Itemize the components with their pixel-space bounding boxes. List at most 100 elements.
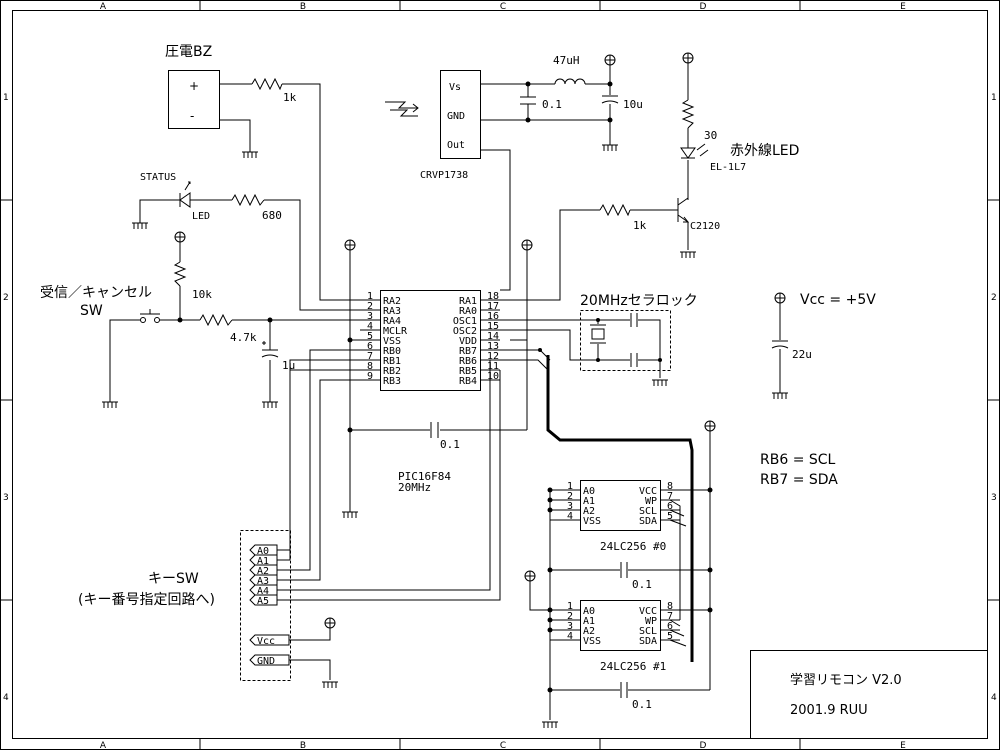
r-switch-value: 4.7k — [230, 331, 257, 344]
pin-name: RB2 — [383, 366, 401, 377]
junction-dot — [177, 317, 183, 323]
pin-name: SCL — [639, 506, 657, 517]
junction-dot — [547, 617, 553, 623]
zone-row-label: 2 — [3, 293, 9, 303]
pin-name: SCL — [639, 626, 657, 637]
resistor-base — [599, 203, 631, 217]
push-switch[interactable] — [140, 309, 160, 323]
pin-number: 8 — [667, 481, 673, 492]
junction-dot — [707, 487, 713, 493]
connector-pin-label: Vcc — [257, 636, 275, 647]
junction-dot — [347, 337, 353, 343]
ir-led-label: 赤外線LED — [730, 143, 799, 159]
pin-number: 7 — [667, 611, 673, 622]
ground-symbol — [102, 401, 118, 408]
c-ir1-value: 0.1 — [542, 98, 562, 111]
vcc-terminal — [604, 54, 616, 66]
eeprom-0-label: 24LC256 #0 — [600, 540, 666, 553]
pin-name: WP — [645, 616, 657, 627]
led-arrow-icon — [184, 181, 191, 191]
pin-number: 14 — [487, 331, 499, 342]
pin-name: OSC2 — [453, 326, 477, 337]
ground-symbol — [132, 222, 148, 229]
transistor-c2120 — [677, 197, 689, 250]
pin-number: 5 — [667, 511, 673, 522]
connector-pin-label: A2 — [257, 566, 269, 577]
pin-name: VCC — [639, 486, 657, 497]
capacitor-electrolytic — [771, 340, 789, 349]
wire-key-connector — [289, 349, 501, 680]
capacitor-electrolytic — [261, 341, 279, 358]
ir-led-part: EL-1L7 — [710, 162, 746, 173]
capacitor-e1 — [620, 682, 628, 698]
title-block — [750, 650, 988, 739]
c-e0-value: 0.1 — [632, 578, 652, 591]
ir-led-diode — [680, 147, 696, 159]
vcc-terminal — [704, 420, 716, 432]
zone-col-label: B — [300, 741, 306, 750]
ir-receiver-part: CRVP1738 — [420, 170, 468, 181]
ir-gnd-label: GND — [447, 111, 465, 122]
ground-symbol — [322, 681, 338, 688]
zone-row-label: 3 — [991, 493, 997, 503]
led-arrow-icon — [696, 143, 709, 157]
buzzer-box — [168, 70, 220, 129]
wire-rb-bus-entry — [500, 349, 551, 371]
r-pullup-value: 10k — [192, 288, 212, 301]
junction-dot — [707, 607, 713, 613]
wire-eeprom-gnd — [549, 489, 570, 720]
pin-number: 4 — [567, 511, 573, 522]
crystal-plates — [590, 324, 606, 344]
buzzer-label: 圧電BZ — [165, 44, 212, 60]
eeprom-1-label: 24LC256 #1 — [600, 660, 666, 673]
pin-number: 15 — [487, 321, 499, 332]
junction-dot — [547, 627, 553, 633]
mcu-label: PIC16F84 — [398, 470, 451, 483]
connector-pin-label: GND — [257, 656, 275, 667]
pin-name: A2 — [583, 506, 595, 517]
date-author-text: 2001.9 RUU — [790, 703, 868, 718]
resistor-led — [681, 99, 695, 129]
junction-dot — [607, 117, 613, 123]
resistor-switch — [199, 313, 233, 327]
pin-number: 4 — [367, 321, 373, 332]
pin-number: 3 — [567, 621, 573, 632]
connector-pin-label: A3 — [257, 576, 269, 587]
r-led-value: 30 — [704, 129, 717, 142]
zone-col-label: C — [500, 2, 506, 12]
pin-number: 10 — [487, 371, 499, 382]
pin-number: 2 — [567, 491, 573, 502]
capacitor-electrolytic — [601, 95, 619, 104]
pin-name: A1 — [583, 496, 595, 507]
pin-name: A0 — [583, 486, 595, 497]
pin-number: 13 — [487, 341, 499, 352]
ir-light-arrow-icon — [385, 101, 419, 117]
ground-symbol — [542, 721, 558, 728]
c-vcc-value: 22u — [792, 348, 812, 361]
resistor-buzzer — [251, 77, 283, 91]
pin-number: 2 — [567, 611, 573, 622]
zone-row-label: 3 — [3, 493, 9, 503]
zone-row-label: 2 — [991, 293, 997, 303]
wire-eeprom-vcc — [670, 431, 711, 690]
ground-symbol — [242, 150, 258, 158]
pin-number: 6 — [667, 501, 673, 512]
wire-base-ra1 — [500, 209, 678, 301]
transistor-arrow-icon — [683, 216, 690, 223]
pin-name: VSS — [583, 516, 601, 527]
resonator-box — [580, 310, 671, 371]
pin-name: RA2 — [383, 296, 401, 307]
vcc-terminal — [774, 292, 786, 304]
pin-name: SDA — [639, 636, 657, 647]
pin-number: 17 — [487, 301, 499, 312]
eeprom-0-chip — [580, 480, 661, 531]
pin-name: RB5 — [459, 366, 477, 377]
wire-ir-out-ra0 — [480, 149, 511, 291]
ir-vs-label: Vs — [449, 82, 461, 93]
junction-dot — [547, 567, 553, 573]
